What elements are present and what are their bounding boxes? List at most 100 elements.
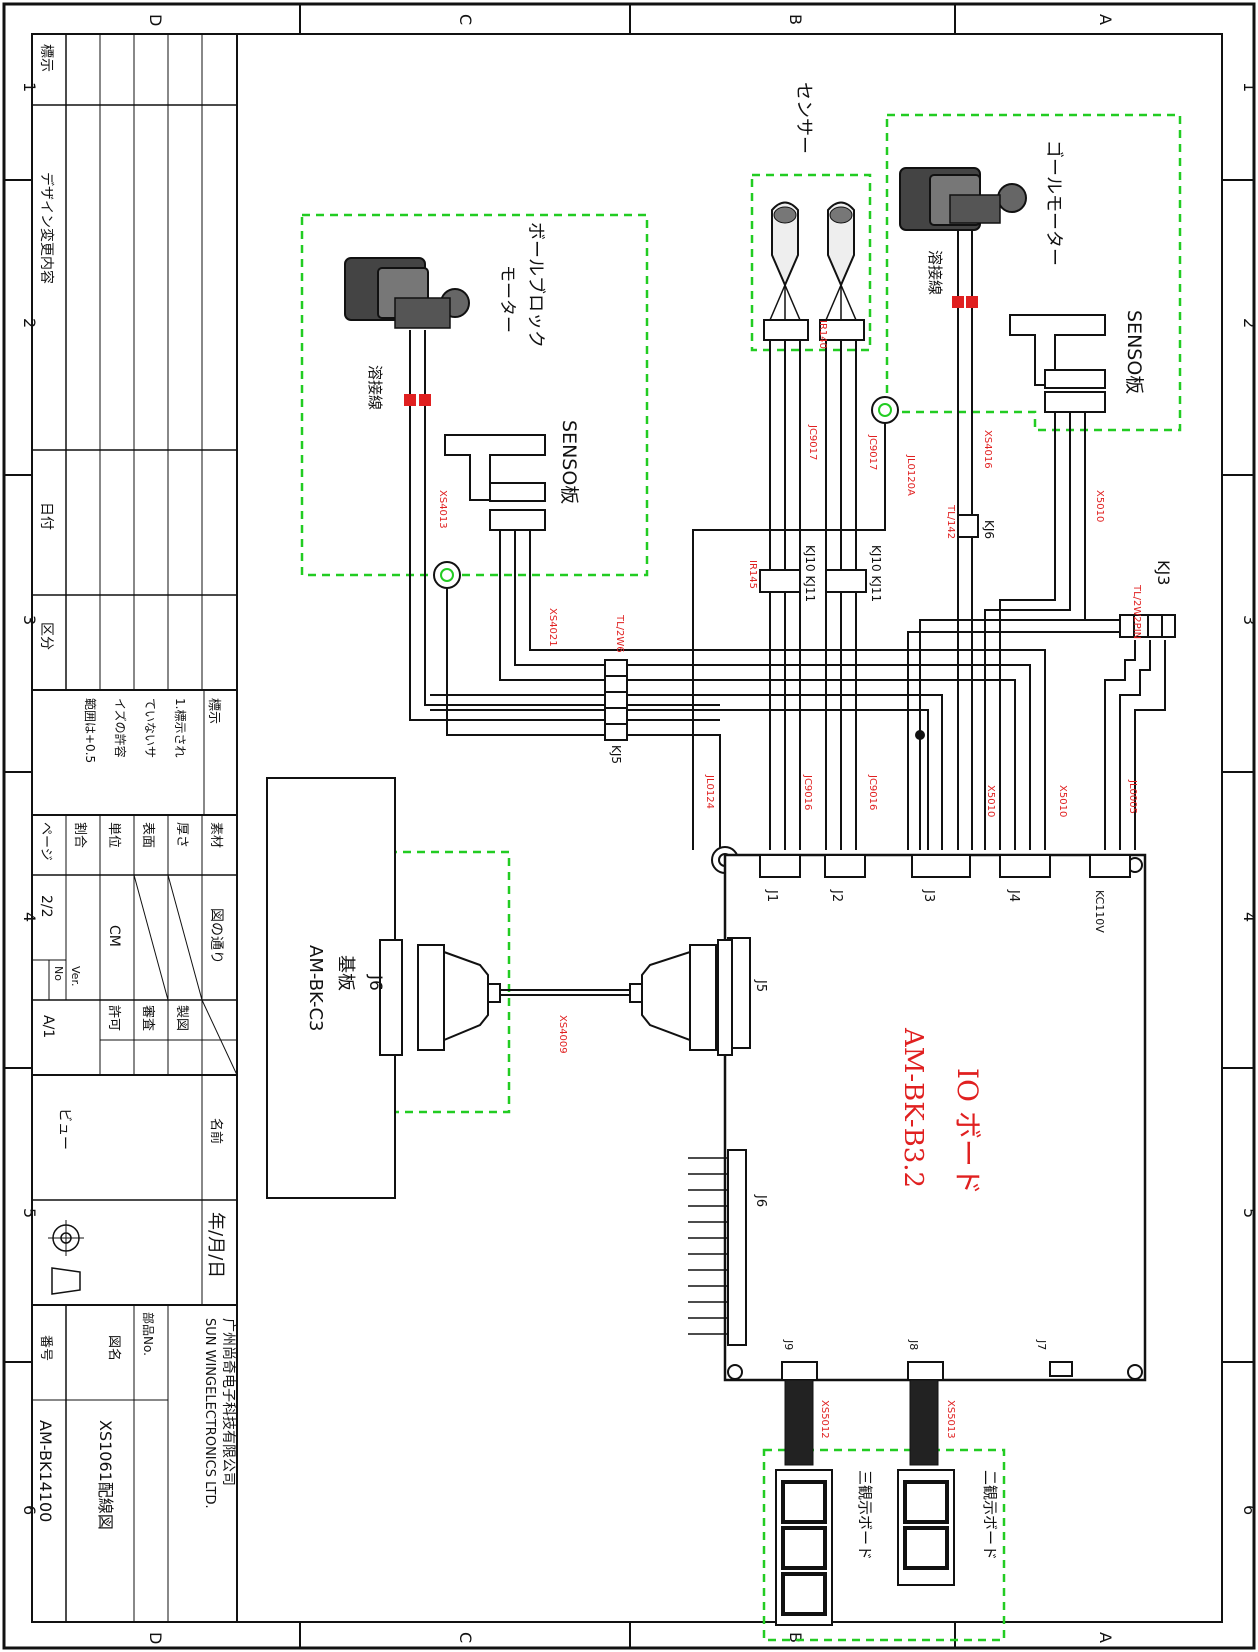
substrate-board bbox=[266, 777, 396, 1199]
no-label: No bbox=[52, 966, 65, 981]
field-value-material: 図の通り bbox=[208, 908, 224, 964]
drawing-name: XS1061配線図 bbox=[96, 1420, 115, 1530]
wire-tl142: TL/142 bbox=[945, 504, 956, 539]
number-value: AM-BK14100 bbox=[36, 1420, 55, 1522]
kc110v-label: KC110V bbox=[1093, 890, 1106, 933]
j9-label: J9 bbox=[782, 1339, 795, 1350]
note-title: 標示 bbox=[206, 698, 221, 724]
ball-motor-group bbox=[300, 213, 649, 577]
wire-ir145: IR145 bbox=[747, 560, 758, 589]
kj6-connector bbox=[957, 514, 979, 538]
frame-row-label: 1 bbox=[20, 82, 39, 92]
rev-class: 区分 bbox=[38, 622, 54, 650]
weld-label-left: 溶接線 bbox=[366, 365, 384, 410]
field-label-thickness: 厚さ bbox=[174, 822, 189, 848]
frame-row-label: 2 bbox=[1240, 318, 1258, 328]
field-label-surface: 表面 bbox=[140, 822, 155, 848]
io-board-title: IO ボード bbox=[951, 1068, 984, 1195]
wire-jc9016b: JC9016 bbox=[867, 774, 878, 810]
frame-row-label: 5 bbox=[1240, 1208, 1258, 1218]
ball-motor-title-2: モーター bbox=[497, 265, 517, 333]
sensor-title: センサー bbox=[793, 82, 814, 154]
j4-label: J4 bbox=[1006, 889, 1021, 902]
field-label-material: 素材 bbox=[208, 822, 223, 848]
senso-label-left: SENSO板 bbox=[558, 420, 580, 504]
kj5-label: KJ5 bbox=[609, 745, 623, 764]
note-line-2: ていないサ bbox=[143, 698, 157, 758]
draw-label: 製図 bbox=[174, 1005, 189, 1031]
j8-header bbox=[907, 1361, 944, 1381]
wire-jl0005: JL0005 bbox=[1127, 779, 1138, 814]
sensor-group bbox=[750, 173, 872, 352]
wire-x5010a: X5010 bbox=[985, 785, 996, 817]
title-block-text: 標示 デザイン変更内容 日付 区分 標示 1.標示され ていないサ イズの許容 … bbox=[36, 44, 237, 1530]
display-cables bbox=[784, 1379, 939, 1466]
j1-header bbox=[759, 854, 801, 878]
field-label-unit: 単位 bbox=[106, 822, 122, 848]
wire-jl0124: JL0124 bbox=[704, 774, 715, 809]
wire-tl2w6: TL/2W6 bbox=[614, 614, 625, 653]
j9-header bbox=[781, 1361, 818, 1381]
substrate-label: 基板 bbox=[335, 955, 356, 991]
frame-column-label: B bbox=[786, 1632, 805, 1643]
view-label: ビュー bbox=[56, 1108, 72, 1150]
substrate-model: AM-BK-C3 bbox=[305, 945, 326, 1031]
j2-label: J2 bbox=[829, 889, 844, 902]
kj10-kj11-right bbox=[825, 569, 867, 593]
io-board-model: AM-BK-B3.2 bbox=[898, 1027, 928, 1188]
frame-column-label: D bbox=[146, 14, 165, 26]
j2-header bbox=[824, 854, 866, 878]
kj10-kj11-left-label: KJ10 KJ11 bbox=[803, 545, 817, 602]
inline-connectors bbox=[604, 514, 1176, 741]
version-value: A/1 bbox=[40, 1015, 56, 1038]
rev-contents: デザイン変更内容 bbox=[38, 172, 55, 284]
kj5-connector bbox=[604, 659, 628, 741]
frame-row-label: 4 bbox=[20, 912, 39, 922]
wire-xs5012: XS5012 bbox=[819, 1400, 830, 1439]
junction-dot bbox=[915, 730, 925, 740]
frame-column-label: A bbox=[1096, 1632, 1115, 1643]
senso-board-left bbox=[444, 434, 546, 531]
wire-jc9017b: JC9017 bbox=[867, 434, 878, 470]
frame-column-label: C bbox=[456, 14, 475, 25]
frame-row-label: 3 bbox=[1240, 615, 1258, 625]
j7-header bbox=[1049, 1361, 1073, 1377]
rev-header: 標示 bbox=[38, 44, 54, 72]
goal-motor bbox=[899, 167, 1027, 850]
sensors bbox=[763, 201, 865, 341]
note-line-4: 範囲は+0.5 bbox=[83, 698, 98, 763]
frame-row-label: 2 bbox=[20, 318, 39, 328]
company-en: SUN WINGELECTRONICS LTD. bbox=[202, 1318, 217, 1509]
field-value-page: 2/2 bbox=[38, 895, 54, 918]
three-digit-board-label: 三観示ボード bbox=[856, 1470, 874, 1560]
kc110v-header bbox=[1089, 854, 1131, 878]
frame-column-label: D bbox=[146, 1632, 165, 1644]
number-label: 番号 bbox=[38, 1335, 53, 1361]
kj3-label: KJ3 bbox=[1154, 560, 1173, 585]
wire-jc9016a: JC9016 bbox=[802, 774, 813, 810]
note-line-1: 1.標示され bbox=[173, 698, 187, 757]
wire-jc9017a: JC9017 bbox=[807, 424, 818, 460]
j1-label: J1 bbox=[764, 889, 779, 902]
frame-row-label: 5 bbox=[20, 1208, 39, 1218]
field-value-unit: CM bbox=[106, 925, 122, 947]
j4-header bbox=[999, 854, 1051, 878]
j7-label: J7 bbox=[1035, 1339, 1048, 1350]
j8-label: J8 bbox=[907, 1339, 920, 1350]
wire-x5010b: X5010 bbox=[1057, 785, 1068, 817]
two-digit-board-label: 二観示ボード bbox=[981, 1470, 999, 1560]
display-boards-group bbox=[762, 1448, 1006, 1642]
frame-row-label: 4 bbox=[1240, 912, 1258, 922]
frame-row-label: 1 bbox=[1240, 82, 1258, 92]
rev-date: 日付 bbox=[38, 502, 54, 530]
frame-row-label: 6 bbox=[20, 1505, 39, 1515]
wire-xs4013: XS4013 bbox=[437, 490, 448, 529]
j5-label: J5 bbox=[753, 979, 768, 992]
kj6-label: KJ6 bbox=[982, 520, 996, 539]
projection-cone-icon bbox=[51, 1267, 81, 1295]
wire-xs4016: XS4016 bbox=[982, 430, 993, 469]
wire-ir140: IR140 bbox=[817, 320, 828, 349]
